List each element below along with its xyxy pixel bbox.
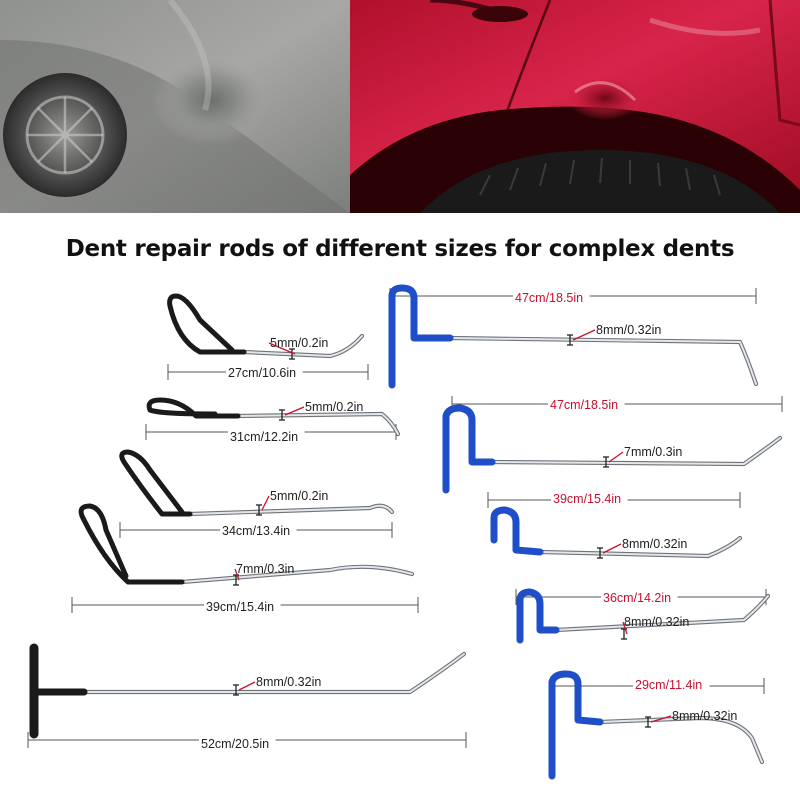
- rod-diameter-label: 8mm/0.32in: [672, 709, 737, 723]
- rod-length-label: 31cm/12.2in: [230, 430, 298, 444]
- blue-handle-grip: [490, 506, 544, 556]
- rod-8: 39cm/15.4in 8mm/0.32in: [487, 492, 743, 559]
- rod-diameter-label: 8mm/0.32in: [624, 615, 689, 629]
- rod-length-label: 39cm/15.4in: [206, 600, 274, 614]
- rod-diameter-label: 5mm/0.2in: [270, 336, 328, 350]
- rod-length-label: 52cm/20.5in: [201, 737, 269, 751]
- rod-length-label: 27cm/10.6in: [228, 366, 296, 380]
- rod-2: 31cm/12.2in 5mm/0.2in: [145, 397, 401, 444]
- rod-diameter-label: 7mm/0.3in: [624, 445, 682, 459]
- blue-handle-grip: [388, 284, 454, 389]
- rod-length-label: 47cm/18.5in: [550, 398, 618, 412]
- rod-diameter-label: 7mm/0.3in: [236, 562, 294, 576]
- blue-handle-grip: [548, 670, 604, 780]
- page-headline: Dent repair rods of different sizes for …: [65, 236, 735, 262]
- blue-handle-grip: [516, 588, 560, 644]
- rod-4: 39cm/15.4in 7mm/0.3in: [71, 503, 419, 614]
- rod-diameter-label: 5mm/0.2in: [305, 400, 363, 414]
- rod-diameter-label: 8mm/0.32in: [256, 675, 321, 689]
- rod-3: 34cm/13.4in 5mm/0.2in: [119, 449, 395, 538]
- red-car-dent-photo: [350, 0, 800, 213]
- rod-length-label: 39cm/15.4in: [553, 492, 621, 506]
- rod-7: 47cm/18.5in 7mm/0.3in: [442, 396, 783, 494]
- black-loop-handle: [167, 293, 247, 355]
- black-loop-handle: [119, 449, 193, 517]
- rod-diameter-label: 8mm/0.32in: [596, 323, 661, 337]
- rod-length-label: 34cm/13.4in: [222, 524, 290, 538]
- black-loop-handle: [78, 503, 185, 585]
- rod-9: 36cm/14.2in 8mm/0.32in: [515, 588, 771, 644]
- silver-car-dent-photo: [0, 0, 350, 213]
- rod-10: 29cm/11.4in 8mm/0.32in: [548, 670, 765, 780]
- rod-diameter-label: 8mm/0.32in: [622, 537, 687, 551]
- blue-handle-grip: [442, 404, 496, 494]
- black-loop-handle: [146, 397, 241, 419]
- rod-diameter-label: 5mm/0.2in: [270, 489, 328, 503]
- rod-6: 47cm/18.5in 8mm/0.32in: [388, 284, 759, 389]
- rod-length-label: 47cm/18.5in: [515, 291, 583, 305]
- rod-length-label: 29cm/11.4in: [635, 678, 702, 692]
- rod-1: 27cm/10.6in 5mm/0.2in: [167, 293, 369, 380]
- rod-5: 52cm/20.5in 8mm/0.32in: [27, 643, 467, 751]
- rod-length-label: 36cm/14.2in: [603, 591, 671, 605]
